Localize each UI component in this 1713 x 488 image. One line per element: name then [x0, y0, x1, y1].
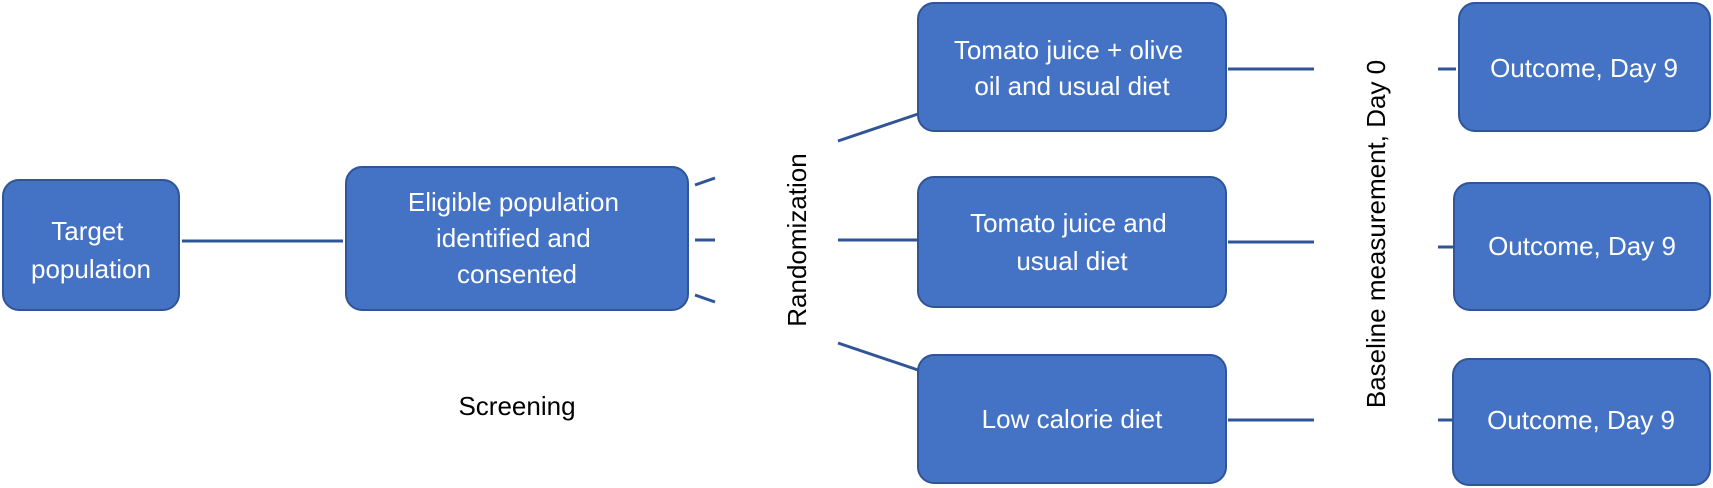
- node-target-population: Target population: [2, 179, 180, 311]
- node-arm-tomato-olive-text: Tomato juice + olive oil and usual diet: [954, 35, 1190, 101]
- node-arm-low-calorie: Low calorie diet: [917, 354, 1227, 484]
- node-arm-tomato-olive: Tomato juice + olive oil and usual diet: [917, 2, 1227, 132]
- connector-eligible-stub-bottom: [694, 293, 716, 304]
- node-outcome-3-text: Outcome, Day 9: [1487, 405, 1675, 435]
- node-outcome-1-text: Outcome, Day 9: [1490, 53, 1678, 83]
- connector-eligible-stub-top: [694, 176, 716, 187]
- connector-randomization-arm1: [837, 111, 922, 143]
- node-eligible-population: Eligible population identified and conse…: [345, 166, 689, 311]
- node-arm-tomato-juice: Tomato juice and usual diet: [917, 176, 1227, 308]
- node-eligible-population-text: Eligible population identified and conse…: [408, 187, 626, 289]
- connector-randomization-arm3: [837, 341, 922, 373]
- node-arm-tomato-juice-text: Tomato juice and usual diet: [970, 208, 1174, 276]
- node-outcome-2: Outcome, Day 9: [1453, 182, 1711, 311]
- node-arm-low-calorie-text: Low calorie diet: [982, 404, 1163, 434]
- label-randomization: Randomization: [782, 153, 812, 326]
- node-outcome-1: Outcome, Day 9: [1458, 2, 1711, 132]
- node-target-population-text: Target population: [31, 216, 151, 284]
- label-screening: Screening: [458, 391, 575, 421]
- label-baseline-measurement: Baseline measurement, Day 0: [1361, 60, 1391, 408]
- node-outcome-3: Outcome, Day 9: [1452, 358, 1711, 486]
- node-outcome-2-text: Outcome, Day 9: [1488, 231, 1676, 261]
